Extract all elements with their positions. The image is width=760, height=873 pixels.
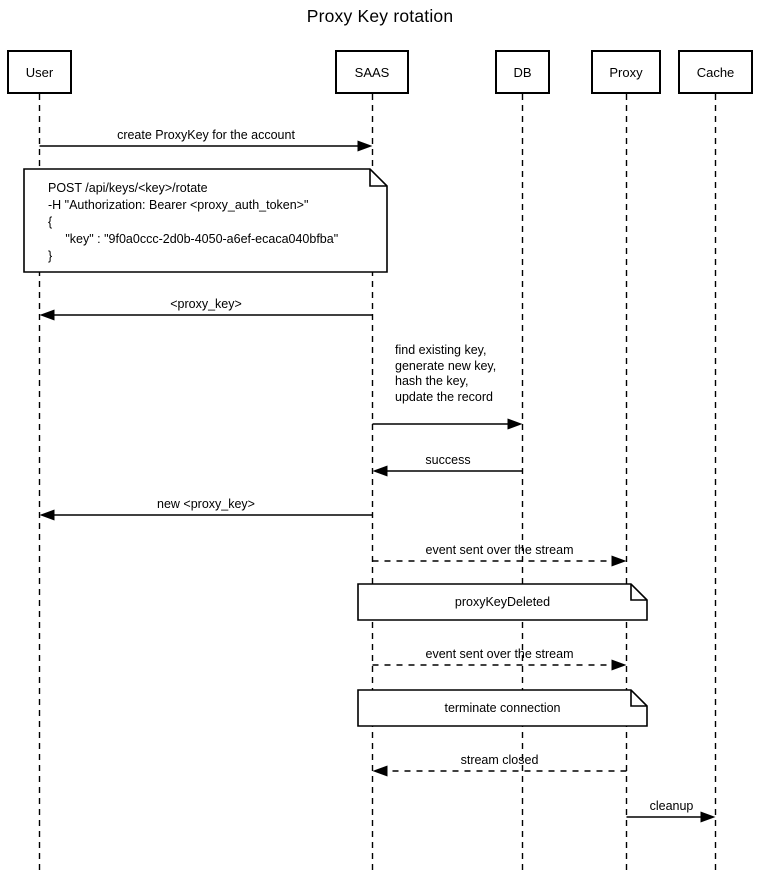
arrowhead-left-icon (39, 509, 55, 521)
arrowheads (39, 140, 716, 823)
actor-label-saas: SAAS (354, 64, 390, 80)
rotate-request-note-fold-icon (369, 169, 387, 187)
actor-label-db: DB (513, 64, 532, 80)
msg-event-stream-2-label: event sent over the stream (425, 647, 574, 661)
arrowhead-left-icon (372, 465, 388, 477)
msg-new-proxy-key-label: new <proxy_key> (157, 497, 255, 511)
actor-label-user: User (25, 64, 54, 80)
arrowhead-right-icon (507, 418, 523, 430)
arrowhead-right-icon (357, 140, 373, 152)
msg-proxy-key-label: <proxy_key> (170, 297, 242, 311)
arrowhead-right-icon (700, 811, 716, 823)
db-operations-text: find existing key, generate new key, has… (395, 343, 497, 404)
rotate-request-note-text: POST /api/keys/<key>/rotate -H "Authoriz… (48, 181, 339, 263)
actor-box-cache: Cache (678, 50, 753, 94)
lifelines (38, 94, 717, 873)
arrowhead-right-icon (611, 659, 627, 671)
message-lines (39, 145, 711, 818)
rotate-request-note-shape (23, 168, 388, 273)
actor-label-cache: Cache (696, 64, 735, 80)
msg-stream-closed-label: stream closed (460, 753, 539, 767)
arrowhead-left-icon (39, 309, 55, 321)
actor-box-user: User (7, 50, 72, 94)
arrowhead-right-icon (611, 555, 627, 567)
proxy-key-deleted-note-fold-icon (630, 584, 647, 601)
proxy-key-deleted-note-text: proxyKeyDeleted (454, 595, 551, 609)
proxy-key-deleted-note-shape (357, 583, 648, 621)
arrowhead-left-icon (372, 765, 388, 777)
actor-box-saas: SAAS (335, 50, 409, 94)
actor-box-proxy: Proxy (591, 50, 661, 94)
terminate-connection-note-fold-icon (630, 690, 647, 707)
terminate-connection-note-text: terminate connection (444, 701, 561, 715)
terminate-connection-note-shape (357, 689, 648, 727)
actor-box-db: DB (495, 50, 550, 94)
note-shapes (23, 168, 648, 727)
msg-create-proxykey-label: create ProxyKey for the account (117, 128, 295, 142)
msg-cleanup-label: cleanup (649, 799, 694, 813)
diagram-title: Proxy Key rotation (306, 6, 454, 26)
msg-success-label: success (425, 453, 471, 467)
msg-event-stream-1-label: event sent over the stream (425, 543, 574, 557)
actor-label-proxy: Proxy (609, 64, 643, 80)
